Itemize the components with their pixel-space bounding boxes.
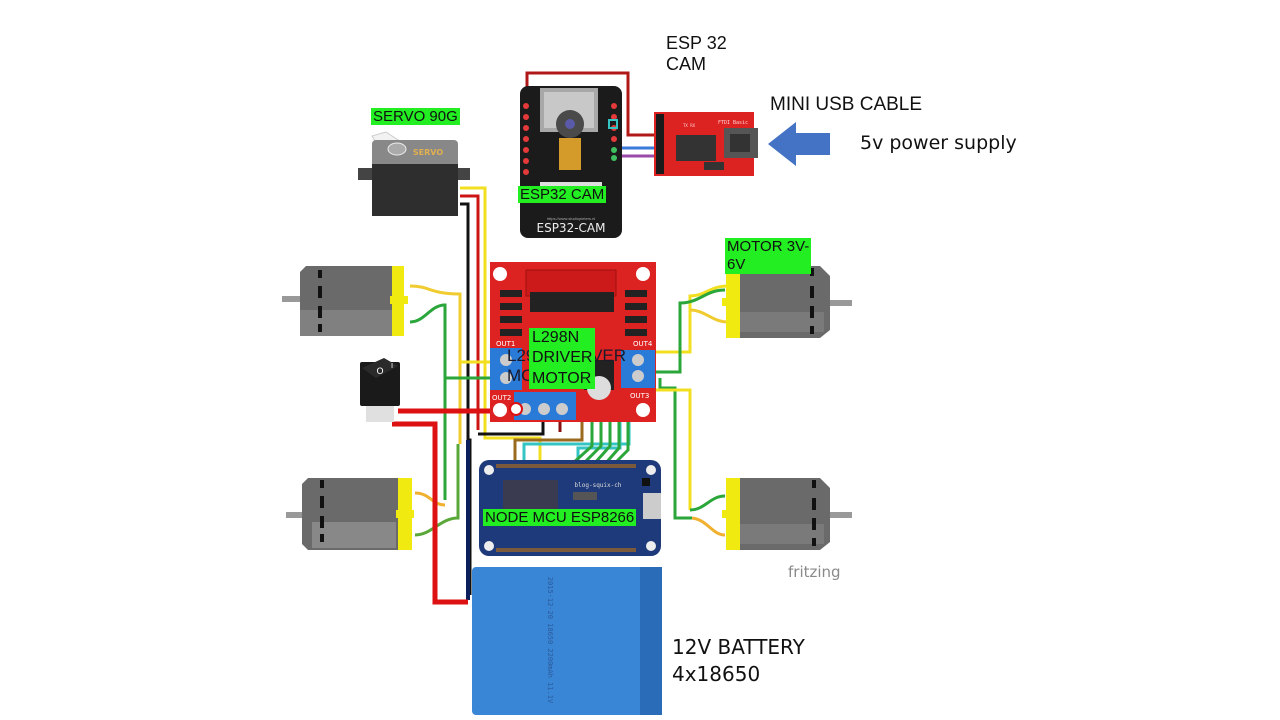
battery-pack: 2015-12-20 18650 2200mAh 11.1V bbox=[472, 567, 662, 715]
motor-left-bottom bbox=[286, 478, 414, 550]
wire-esp32-ftdi-power bbox=[525, 71, 660, 137]
driver-out3-label: OUT3 bbox=[630, 392, 649, 400]
motor-left-top bbox=[282, 266, 408, 336]
servo-body-text: SERVO bbox=[413, 148, 443, 157]
wire-motor-lb-b bbox=[414, 444, 460, 537]
nodemcu-label: NODE MCU ESP8266 bbox=[483, 509, 637, 527]
esp32-cam-caption: ESP 32 CAM bbox=[666, 33, 727, 74]
wire-motor-lt-b bbox=[409, 303, 447, 500]
esp32-cam-label: ESP32 CAM bbox=[518, 186, 607, 204]
wire-motor-rt-yellow bbox=[689, 308, 729, 324]
ftdi-adapter: FTDI Basic TX RX bbox=[654, 112, 758, 176]
wire-out4-a bbox=[655, 284, 729, 354]
usb-cable-caption: MINI USB CABLE bbox=[770, 94, 923, 115]
ftdi-pins-text: TX RX bbox=[683, 123, 696, 128]
wire-out4-b bbox=[655, 288, 726, 374]
wire-servo-signal bbox=[460, 186, 542, 462]
motor-label: MOTOR 3V- 6V bbox=[725, 238, 812, 274]
power-switch: O I bbox=[360, 358, 400, 422]
esp32-cam-module: https://www.studiopieters.nl ESP32-CAM bbox=[520, 86, 622, 238]
nodemcu-board-text: blog-squix-ch bbox=[575, 482, 622, 489]
driver-out1-label: OUT1 bbox=[496, 340, 515, 348]
wire-motor-lb-a bbox=[414, 491, 446, 507]
power-supply-caption: 5v power supply bbox=[860, 132, 1017, 154]
battery-print-text: 2015-12-20 18650 2200mAh 11.1V bbox=[546, 577, 554, 704]
wire-switch-battery bbox=[392, 421, 468, 605]
wire-out3-green bbox=[658, 378, 692, 520]
esp32-url-text: https://www.studiopieters.nl bbox=[547, 216, 596, 221]
nodemcu-board: blog-squix-ch bbox=[479, 460, 661, 556]
usb-power-arrow-icon bbox=[768, 122, 830, 166]
driver-out2-label: OUT2 bbox=[492, 394, 511, 402]
fritzing-watermark: fritzing bbox=[788, 563, 841, 581]
wire-out3-yellow bbox=[655, 388, 692, 510]
switch-off-symbol: O bbox=[376, 367, 383, 377]
wire-driver-gnd bbox=[478, 420, 545, 436]
switch-on-symbol: I bbox=[391, 362, 393, 370]
wire-motor-lt-a bbox=[409, 284, 462, 444]
driver-label: L298N DRIVER MOTOR bbox=[529, 328, 596, 390]
motor-right-bottom bbox=[722, 478, 852, 550]
wire-motor-rb-a bbox=[689, 494, 726, 512]
ftdi-board-text: FTDI Basic bbox=[718, 120, 748, 126]
driver-out4-label: OUT4 bbox=[633, 340, 653, 348]
battery-caption: 12V BATTERY 4x18650 bbox=[672, 635, 805, 686]
wire-servo-vcc bbox=[460, 194, 480, 430]
esp32-board-text: ESP32-CAM bbox=[537, 221, 606, 235]
motor-right-top bbox=[722, 266, 852, 338]
wire-motor-rb-b bbox=[691, 516, 726, 537]
servo-label: SERVO 90G bbox=[371, 108, 460, 126]
servo-motor: SERVO bbox=[358, 131, 470, 216]
